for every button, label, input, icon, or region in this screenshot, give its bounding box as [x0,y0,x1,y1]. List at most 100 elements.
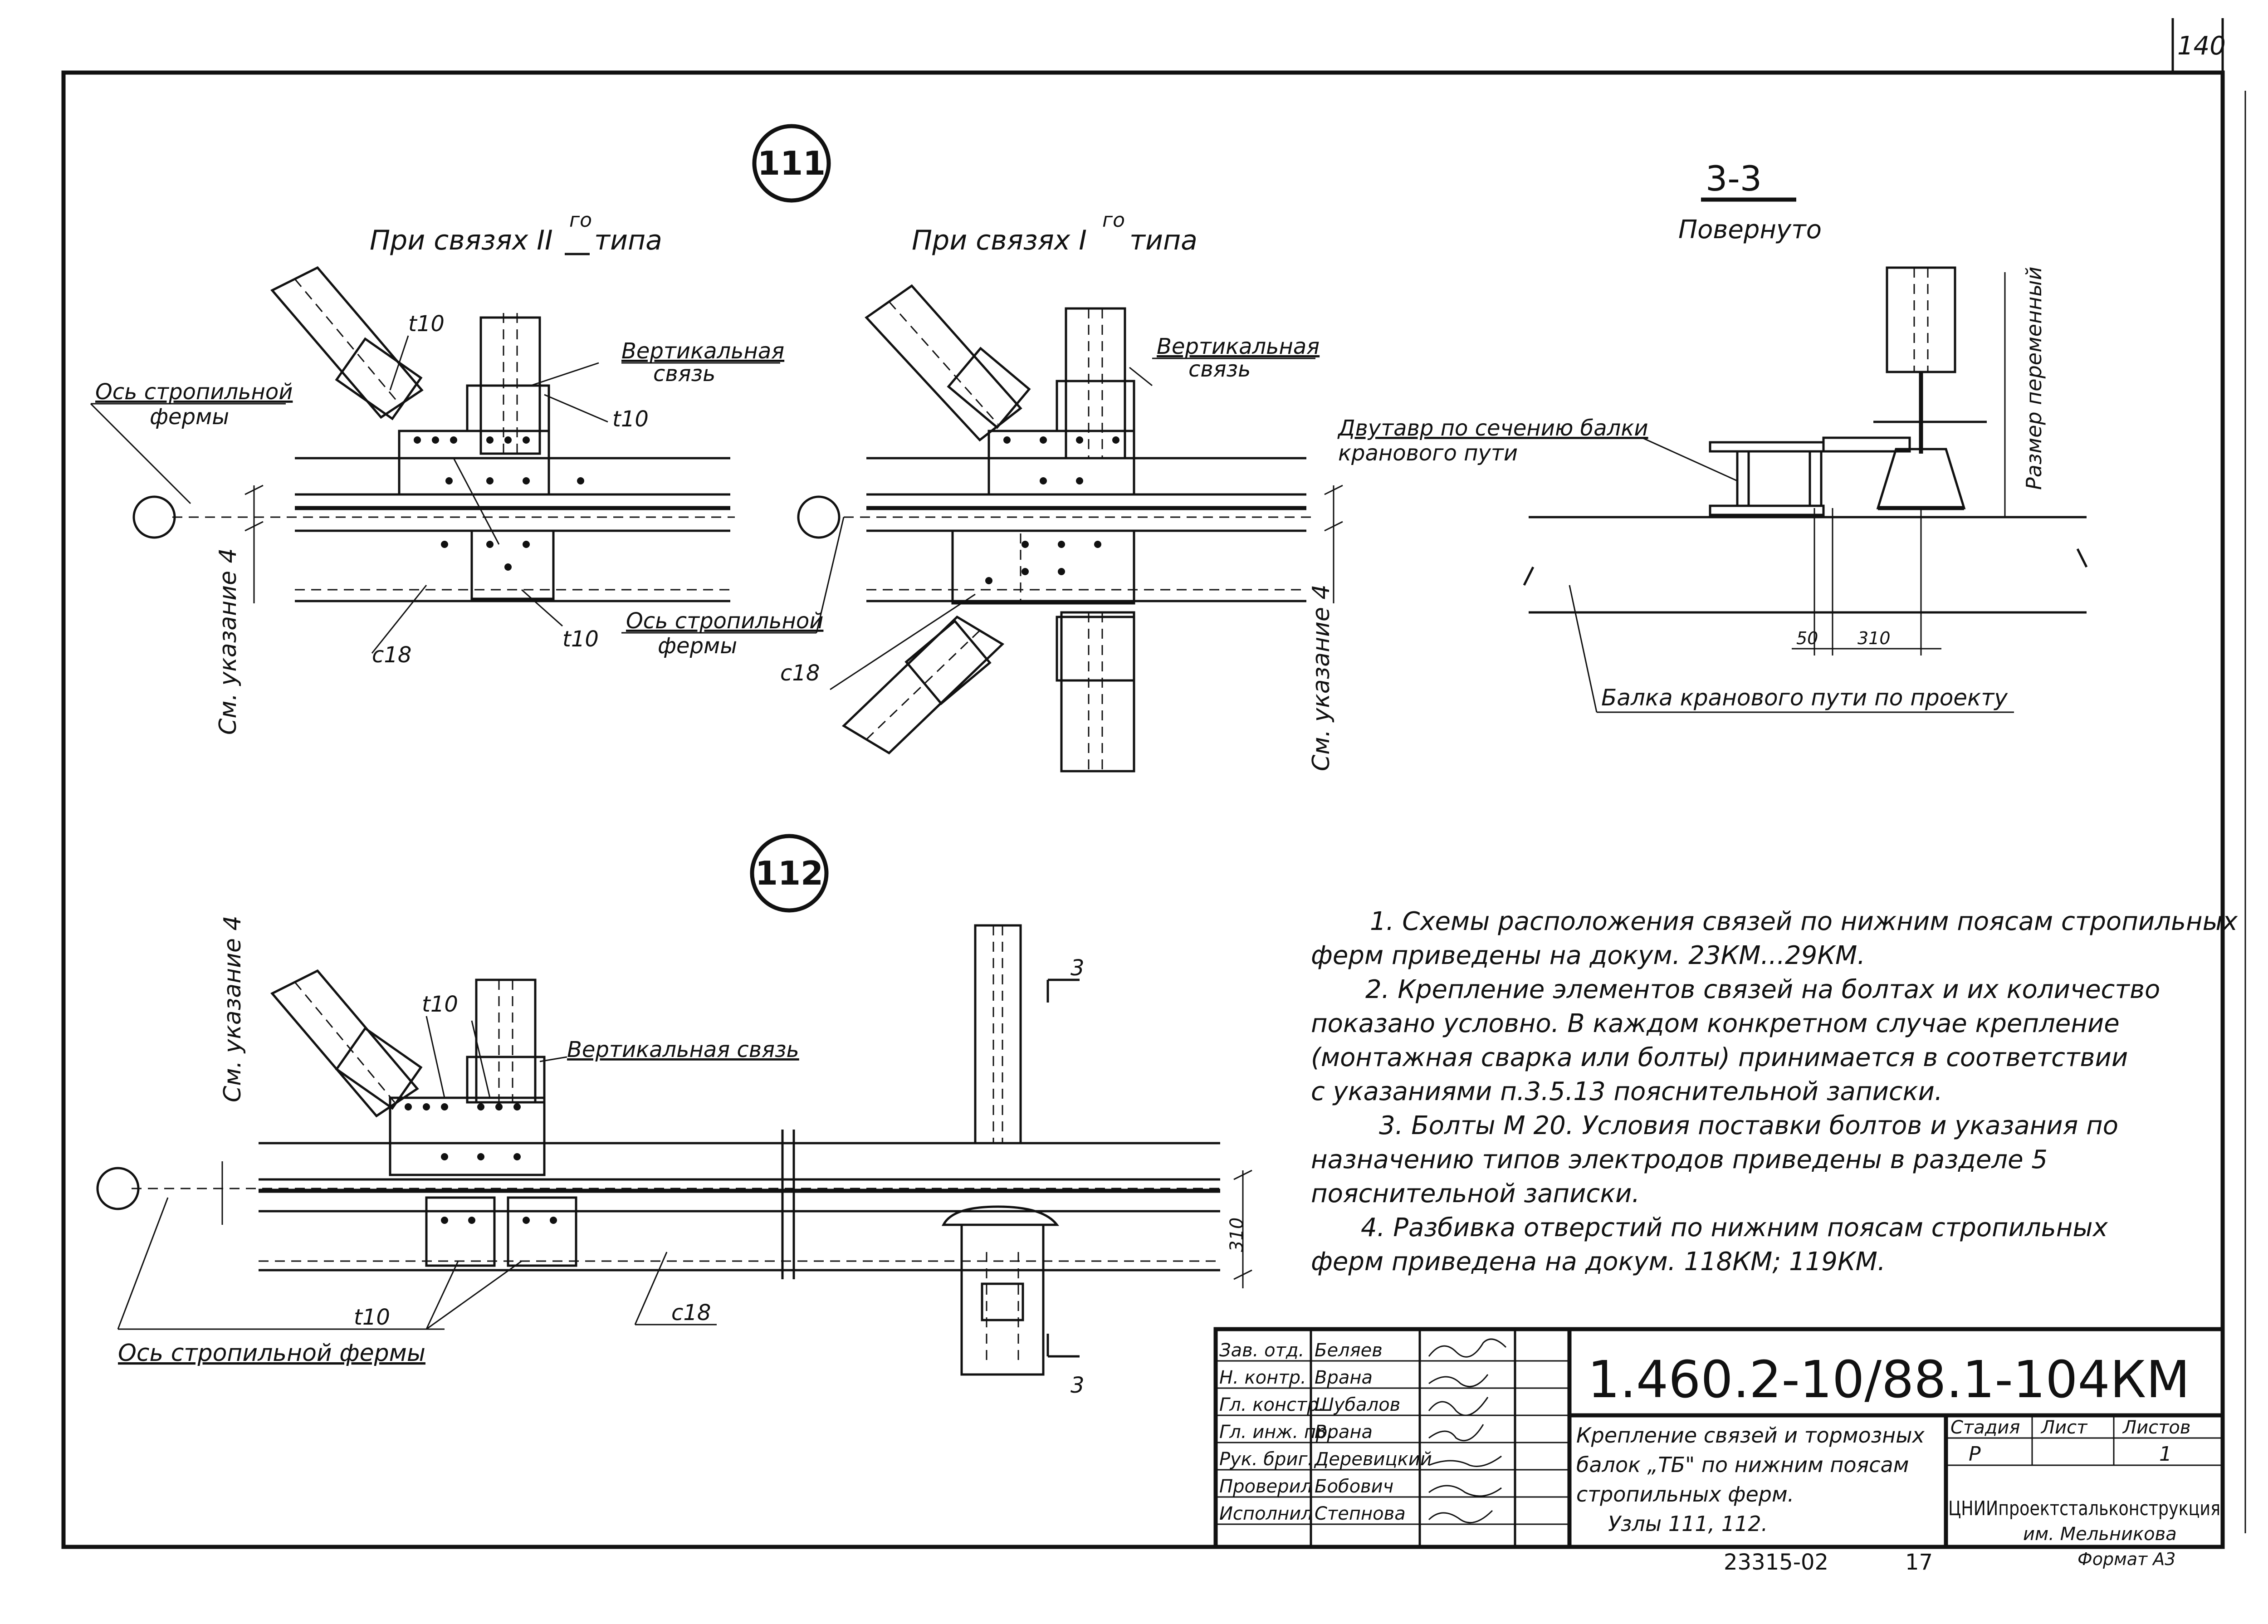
node-112-see-note-4: См. указание 4 [219,915,246,1102]
node-111-left-vert-brace-1: Вертикальная [621,338,784,364]
role-2: Гл. констр. [1219,1394,1324,1415]
node-111-truss-axis-b-1: Ось стропильной [626,608,823,634]
sheet-frame [61,18,2246,1549]
node-111-left-title-text: При связях II [370,225,553,256]
node-111-see-note-4-right: См. указание 4 [1308,584,1335,771]
node-111-truss-axis-label-a: Ось стропильной фермы [90,379,293,504]
note-line-7: 3. Болты М 20. Условия поставки болтов и… [1379,1111,2118,1140]
node-111-right-vert-brace-1: Вертикальная [1157,334,1320,359]
inventory-number: 23315-02 [1724,1550,1828,1575]
node-111-left-title-end: типа [594,225,662,256]
section-3-3-dim-310: 310 [1857,628,1891,648]
archive-page: 17 [1905,1550,1933,1575]
description-1: балок „ТБ" по нижним поясам [1576,1453,1909,1477]
node-111-left-vert-brace-label: Вертикальная связь [621,338,784,386]
title-block-names: Беляев Врана Шубалов Врана Деревицкий Бо… [1314,1340,1432,1524]
name-5: Бобович [1315,1476,1393,1497]
role-3: Гл. инж. пр. [1219,1422,1333,1443]
role-6: Исполнил [1219,1503,1313,1524]
document-code: 1.460.2-10/88.1-104КМ [1588,1350,2190,1409]
note-line-9: пояснительной записки. [1311,1179,1640,1208]
node-111-left-c18: с18 [372,642,411,668]
section-3-3-ibeam-2: кранового пути [1338,440,1518,466]
section-3-3-var-size: Размер переменный [2022,267,2046,490]
title-block-roles: Зав. отд. Н. контр. Гл. констр. Гл. инж.… [1219,1340,1333,1524]
node-111-truss-axis-a-2: фермы [150,404,229,430]
note-line-3: 2. Крепление элементов связей на болтах … [1365,975,2160,1004]
note-line-10: 4. Разбивка отверстий по нижним поясам с… [1361,1213,2108,1242]
section-3-3-ibeam-label: Двутавр по сечению балки кранового пути [1337,416,1648,466]
node-112-cut-mark-bottom: 3 [1070,1373,1085,1398]
col-stage: Стадия [1950,1417,2020,1438]
format-label: Формат А3 [2077,1549,2175,1569]
node-111-truss-axis-label-b: Ось стропильной фермы [621,517,845,659]
section-3-3-title: 3-3 [1706,158,1762,199]
node-111-left-t10-c: t10 [562,626,599,652]
node-111-left-vert-brace-2: связь [653,361,715,386]
node-111-right-title-end: типа [1129,225,1198,256]
name-1: Врана [1315,1367,1373,1388]
node-112-t10-top: t10 [422,992,458,1017]
node-111-left-t10-a: t10 [408,311,445,337]
node-112-truss-axis: Ось стропильной фермы [118,1340,425,1367]
role-5: Проверил [1219,1476,1312,1497]
title-block [1213,1327,2225,1549]
node-111-right-vert-brace-label: Вертикальная связь [1152,334,1320,382]
description-2: стропильных ферм. [1576,1482,1794,1507]
node-111-left-detail [132,266,735,654]
node-111-left-sup: го [569,209,592,232]
node-112-vert-brace-label: Вертикальная связь [567,1037,799,1062]
note-line-5: (монтажная сварка или болты) принимается… [1311,1043,2128,1072]
col-sheet: Лист [2040,1417,2088,1438]
role-1: Н. контр. [1219,1367,1306,1388]
node-111-right-title: При связях I го типа [912,209,1198,256]
node-112-cut-mark-top: 3 [1070,955,1085,981]
node-111-truss-axis-a-1: Ось стропильной [95,379,293,405]
stage-value: Р [1969,1443,1981,1466]
col-sheets: Листов [2122,1417,2190,1438]
node-111-id: 111 [758,144,826,182]
node-111-right-detail [797,284,1343,773]
sheets-value: 1 [2159,1443,2172,1466]
organization: ЦНИИпроектстальконструкция [1948,1497,2220,1520]
title-block-description: Крепление связей и тормозных балок „ТБ" … [1576,1423,1925,1536]
name-0: Беляев [1315,1340,1383,1361]
name-2: Шубалов [1315,1394,1400,1415]
node-112-detail [96,924,1252,1376]
node-112-c18: с18 [671,1300,711,1326]
node-112-dim-310: 310 [1227,1218,1247,1252]
role-0: Зав. отд. [1219,1340,1304,1361]
node-111-marker: 111 [752,124,831,203]
node-111-left-title: При связях II го типа [370,209,662,256]
node-111-right-sup: го [1102,209,1125,232]
general-notes: 1. Схемы расположения связей по нижним п… [1311,907,2238,1277]
section-3-3-detail [1520,266,2088,713]
node-111-right-title-text: При связях I [912,225,1087,256]
name-3: Врана [1315,1422,1373,1443]
section-3-3-ibeam-1: Двутавр по сечению балки [1337,416,1648,441]
note-line-8: назначению типов электродов приведены в … [1311,1145,2048,1174]
node-111-left-t10-b: t10 [612,406,649,432]
organization-sub: им. Мельникова [2023,1524,2177,1545]
node-111-right-c18: с18 [780,660,820,686]
section-3-3-heading: 3-3 Повернуто [1678,158,1822,245]
section-3-3-crane-beam: Балка кранового пути по проекту [1601,685,2008,711]
description-3: Узлы 111, 112. [1608,1511,1768,1536]
note-line-1: 1. Схемы расположения связей по нижним п… [1370,907,2238,936]
note-line-6: с указаниями п.3.5.13 пояснительной запи… [1311,1077,1943,1106]
name-6: Степнова [1315,1503,1406,1524]
node-112-id: 112 [755,854,823,892]
node-112-vert-brace-text: Вертикальная связь [567,1037,799,1062]
page-number: 140 [2177,31,2226,61]
description-0: Крепление связей и тормозных [1576,1423,1925,1448]
node-111-truss-axis-b-2: фермы [658,633,737,659]
section-3-3-rotated: Повернуто [1678,215,1822,245]
note-line-2: ферм приведены на докум. 23КМ...29КМ. [1311,941,1865,970]
node-111-see-note-4-left: См. указание 4 [215,548,242,735]
note-line-4: показано условно. В каждом конкретном сл… [1311,1009,2120,1038]
node-112-t10-bottom: t10 [354,1305,390,1330]
role-4: Рук. бриг. [1219,1449,1313,1470]
note-line-11: ферм приведена на докум. 118КМ; 119КМ. [1311,1247,1886,1277]
section-3-3-dim-50: 50 [1796,628,1818,648]
